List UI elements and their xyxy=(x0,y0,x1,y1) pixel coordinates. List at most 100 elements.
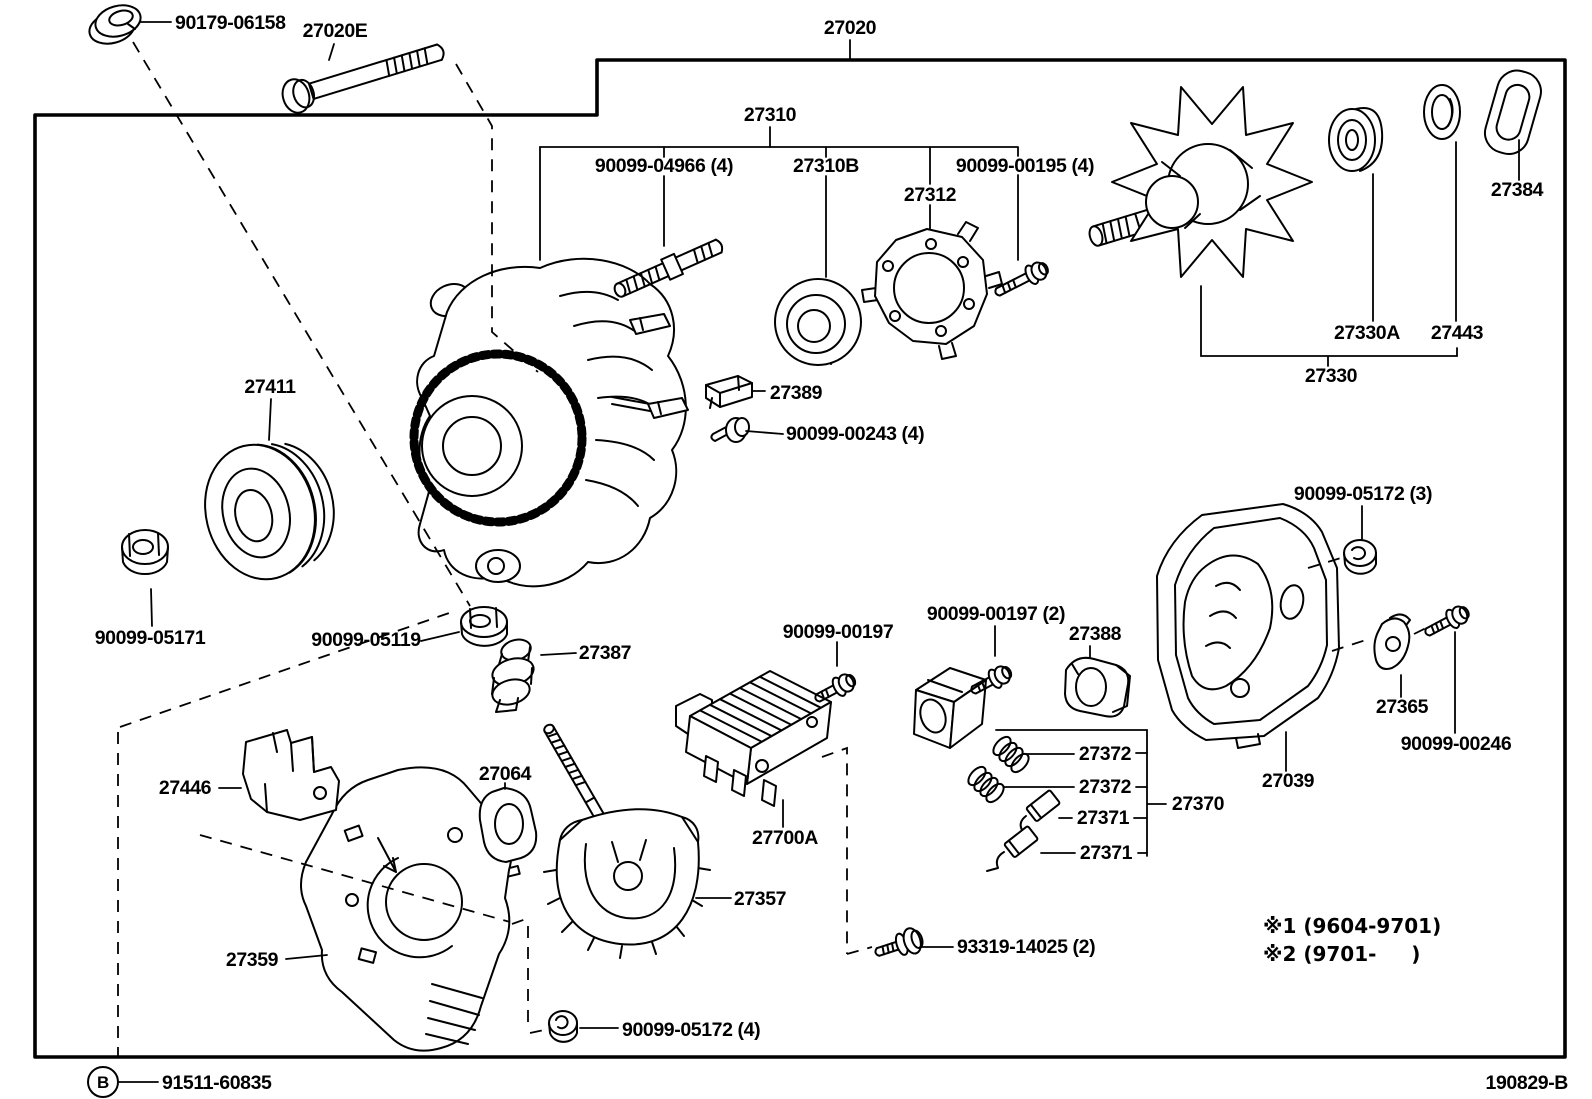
brush-27371a-drawing xyxy=(1019,789,1061,831)
part-labels: 90179-06158 27020E 27020 27310 90099-049… xyxy=(95,12,1569,1094)
rear-cover-27039-drawing xyxy=(1156,503,1340,749)
part-label-27372a: 27372 xyxy=(1079,743,1132,765)
front-housing-27310-drawing xyxy=(409,257,689,588)
leader-27372a xyxy=(1025,752,1148,755)
part-label-27064: 27064 xyxy=(479,763,532,785)
bolt-90099-00197-drawing xyxy=(814,673,857,703)
part-label-27039: 27039 xyxy=(1262,770,1315,792)
nut-90099-05172-4-drawing xyxy=(548,1010,578,1043)
dashed-cover-to-rear-housing xyxy=(199,834,511,923)
grommet-27384-drawing xyxy=(1483,69,1542,155)
part-label-90099-00197-2: 90099-00197 (2) xyxy=(927,603,1065,625)
part-label-90099-00195: 90099-00195 (4) xyxy=(956,155,1094,177)
leader-00243 xyxy=(745,430,784,435)
part-label-27020E: 27020E xyxy=(303,20,368,42)
part-label-93319-14025: 93319-14025 (2) xyxy=(957,936,1095,958)
part-label-90099-00197: 90099-00197 xyxy=(783,621,894,643)
leader-27387 xyxy=(540,652,577,656)
part-label-27387: 27387 xyxy=(579,642,631,664)
part-label-27389: 27389 xyxy=(770,382,823,404)
reference-circle-B xyxy=(87,1066,119,1098)
bracket-27310 xyxy=(539,146,1019,278)
regulator-27700A-drawing xyxy=(675,670,832,807)
part-label-27411: 27411 xyxy=(244,376,296,398)
stud-bolt-90099-04966-drawing xyxy=(613,238,724,298)
dashed-corner-to-housing xyxy=(119,611,453,728)
brush-spring-27372a-drawing xyxy=(992,735,1030,774)
part-label-27370: 27370 xyxy=(1172,793,1225,815)
assembly-dashed-lines xyxy=(117,41,1431,1056)
bearing-retainer-27312-drawing xyxy=(861,221,1003,360)
part-label-90179-06158: 90179-06158 xyxy=(175,12,286,34)
part-label-90099-05172-3: 90099-05172 (3) xyxy=(1294,483,1432,505)
dashed-bolt-27020E-axis xyxy=(455,63,539,373)
dashed-regulator-to-bolt xyxy=(821,746,873,955)
note-1: ※1 (9604-9701) xyxy=(1263,914,1441,938)
flange-nut-90179-drawing xyxy=(88,4,142,45)
bearing-27310B-drawing xyxy=(774,278,862,366)
brush-spring-27372b-drawing xyxy=(967,765,1005,804)
insulator-27387-drawing xyxy=(491,638,535,713)
bearing-27330A-drawing xyxy=(1328,107,1384,172)
part-label-27446: 27446 xyxy=(159,777,212,799)
part-label-90099-05119: 90099-05119 xyxy=(311,629,421,651)
bracket-27370 xyxy=(995,729,1167,857)
part-label-90099-05171: 90099-05171 xyxy=(95,627,206,649)
bolt-90099-00195-drawing xyxy=(994,261,1049,297)
diagram-border xyxy=(33,58,1567,1059)
part-label-91511-60835: 91511-60835 xyxy=(162,1072,272,1094)
leader-27359 xyxy=(285,954,328,960)
part-label-27357: 27357 xyxy=(734,888,786,910)
part-label-27365: 27365 xyxy=(1376,696,1429,718)
dashed-nut-to-housing xyxy=(132,41,471,607)
washer-27443-drawing xyxy=(1423,84,1461,140)
cover-27446-drawing xyxy=(242,729,340,821)
bolt-93319-14025-drawing xyxy=(874,927,924,957)
pulley-nut-90099-05171-drawing xyxy=(121,529,169,575)
nut-90099-05119-drawing xyxy=(460,606,508,647)
reference-circle-letter: B xyxy=(97,1073,109,1092)
part-label-27371b: 27371 xyxy=(1080,842,1133,864)
leader-05119 xyxy=(420,631,460,642)
bracket-27330 xyxy=(1200,141,1458,367)
part-label-90099-04966: 90099-04966 (4) xyxy=(595,155,733,177)
part-label-27700A: 27700A xyxy=(752,827,818,849)
gasket-27064-drawing xyxy=(478,787,538,863)
part-label-27310B: 27310B xyxy=(793,155,859,177)
screw-90099-00243-drawing xyxy=(710,417,750,443)
leader-27020E xyxy=(328,43,335,61)
brush-27371b-drawing xyxy=(986,825,1039,872)
part-label-27020: 27020 xyxy=(824,17,877,39)
part-label-27443: 27443 xyxy=(1431,322,1484,344)
nut-90099-05172-3-drawing xyxy=(1343,539,1377,575)
leader-27411 xyxy=(268,398,272,441)
leader-lines xyxy=(118,21,1520,1083)
part-label-27330A: 27330A xyxy=(1334,322,1400,344)
terminal-27389-drawing xyxy=(705,375,753,409)
dashed-cover-to-terminal xyxy=(1331,625,1431,652)
pulley-27411-drawing xyxy=(204,442,335,581)
part-label-27372b: 27372 xyxy=(1079,776,1132,798)
dashed-cover-to-nut-05172 xyxy=(1307,556,1345,569)
part-label-27388: 27388 xyxy=(1069,623,1122,645)
part-label-27384: 27384 xyxy=(1491,179,1544,201)
leader-05171 xyxy=(150,588,153,627)
part-label-27330: 27330 xyxy=(1305,365,1358,387)
rotor-27330-drawing xyxy=(1088,86,1313,278)
part-label-27310: 27310 xyxy=(744,104,797,126)
bolt-90099-00197-2-drawing xyxy=(970,665,1013,695)
drawing-code: 190829-B xyxy=(1486,1072,1569,1094)
brush-connector-drawing xyxy=(913,667,987,749)
part-label-90099-05172-4: 90099-05172 (4) xyxy=(622,1019,760,1041)
part-label-90099-00243: 90099-00243 (4) xyxy=(786,423,924,445)
part-label-90099-00246: 90099-00246 xyxy=(1401,733,1512,755)
part-label-27371a: 27371 xyxy=(1077,807,1130,829)
part-label-27359: 27359 xyxy=(226,949,279,971)
brush-holder-27388-drawing xyxy=(1064,656,1131,718)
through-bolt-27020E-drawing xyxy=(281,43,445,114)
part-label-27312: 27312 xyxy=(904,184,957,206)
rectifier-27357-drawing xyxy=(543,808,711,959)
note-2: ※2 (9701- ) xyxy=(1263,942,1420,966)
bolt-90099-00246-drawing xyxy=(1424,605,1470,637)
